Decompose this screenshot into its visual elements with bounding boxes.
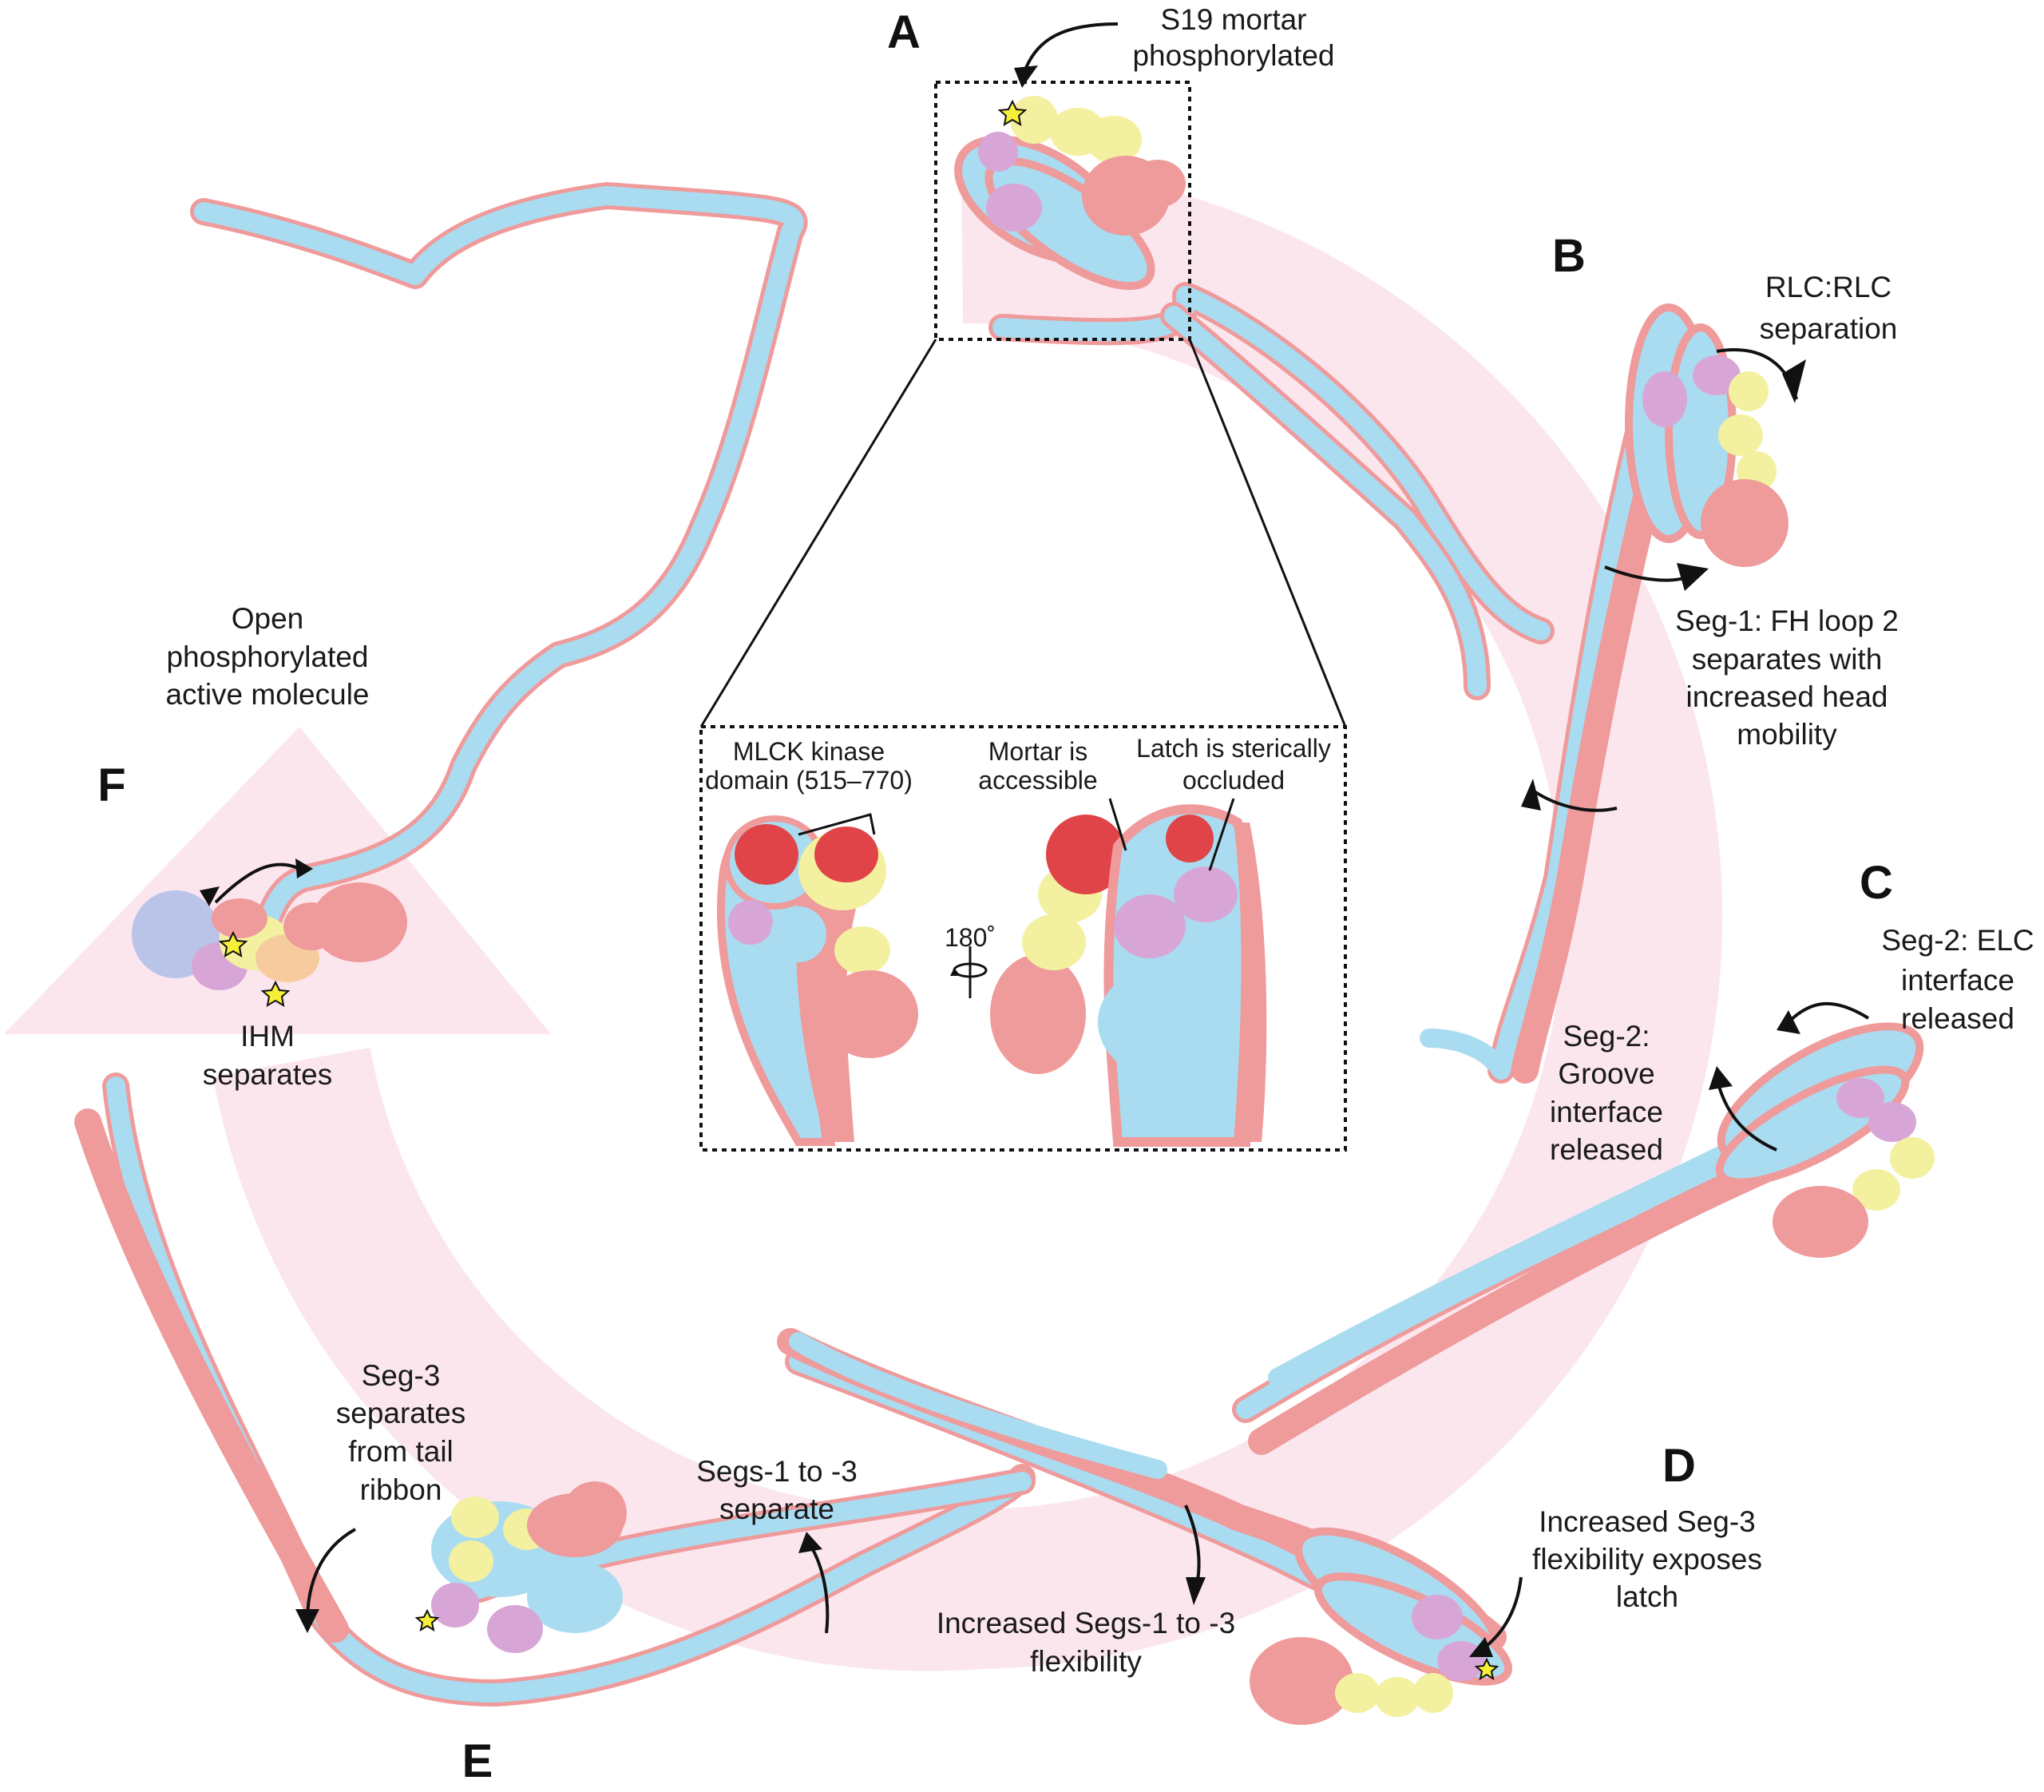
- rotate-icon: [950, 946, 988, 998]
- label-e-5: Segs-1 to -3: [696, 1455, 858, 1488]
- label-e-2: separates: [336, 1397, 466, 1429]
- molecule-a: [699, 81, 1555, 728]
- labels-c: Seg-2: ELC interface released Seg-2: Gro…: [1550, 924, 2034, 1166]
- label-f-1: Open: [232, 602, 304, 635]
- inset-label-3: Mortar is: [988, 737, 1087, 766]
- phospho-star-icon: [997, 99, 1028, 126]
- inset-panel: MLCK kinase domain (515–770) Mortar is a…: [699, 725, 1347, 1152]
- panel-label-b: B: [1552, 230, 1586, 282]
- label-d-3: latch: [1616, 1580, 1678, 1613]
- inset-rotation: 180˚: [945, 923, 996, 952]
- phospho-star-icon: [218, 930, 248, 957]
- inset-label-1: MLCK kinase: [733, 737, 885, 766]
- labels-f: Open phosphorylated active molecule IHM …: [165, 602, 369, 1091]
- panel-label-c: C: [1860, 857, 1893, 909]
- panel-label-a: A: [887, 6, 921, 58]
- phospho-star-icon: [1474, 1657, 1499, 1681]
- label-a-1: S19 mortar: [1160, 3, 1306, 36]
- label-c-6: interface: [1550, 1096, 1663, 1128]
- label-b-5: increased head: [1686, 680, 1888, 713]
- inset-leaders: [798, 798, 1235, 871]
- labels-e: Seg-3 separates from tail ribbon Segs-1 …: [336, 1359, 858, 1525]
- label-c-2: interface: [1901, 964, 2014, 997]
- annotation-arrows: [200, 22, 1870, 1657]
- label-a-2: phosphorylated: [1132, 39, 1334, 72]
- panel-label-e: E: [462, 1735, 493, 1787]
- label-d-2: flexibility exposes: [1532, 1543, 1762, 1576]
- inset-label-6: occluded: [1182, 766, 1285, 795]
- label-b-1: RLC:RLC: [1765, 271, 1891, 303]
- label-c-7: released: [1550, 1133, 1663, 1166]
- label-c-3: released: [1901, 1002, 2014, 1035]
- inset-label-5: Latch is sterically: [1136, 734, 1331, 763]
- label-c-5: Groove: [1558, 1057, 1654, 1090]
- inset-label-2: domain (515–770): [705, 766, 913, 795]
- label-e-1: Seg-3: [362, 1359, 441, 1392]
- label-f-5: separates: [203, 1058, 333, 1091]
- phospho-star-icon: [260, 980, 291, 1007]
- molecule-a-tail: [988, 282, 1555, 700]
- inset-right-view: [990, 804, 1267, 1147]
- label-e-3: from tail: [348, 1435, 454, 1468]
- labels-b: RLC:RLC separation Seg-1: FH loop 2 sepa…: [1675, 271, 1899, 751]
- inset-label-4: accessible: [978, 766, 1097, 795]
- zoom-box: [934, 81, 1191, 341]
- label-d-4: Increased Segs-1 to -3: [937, 1607, 1235, 1639]
- labels-a: S19 mortar phosphorylated: [1132, 3, 1334, 72]
- label-e-6: separate: [719, 1493, 834, 1525]
- label-b-2: separation: [1760, 312, 1898, 345]
- molecule-c: [1232, 1022, 1935, 1455]
- label-b-3: Seg-1: FH loop 2: [1675, 605, 1899, 637]
- label-d-5: flexibility: [1030, 1645, 1142, 1678]
- label-f-4: IHM: [240, 1020, 295, 1053]
- panel-label-f: F: [97, 759, 125, 811]
- label-b-6: mobility: [1737, 718, 1837, 751]
- label-e-4: ribbon: [360, 1473, 442, 1506]
- panel-label-d: D: [1662, 1440, 1696, 1492]
- label-d-1: Increased Seg-3: [1539, 1505, 1756, 1538]
- label-f-2: phosphorylated: [166, 640, 368, 673]
- label-f-3: active molecule: [165, 678, 369, 711]
- molecule-d: [777, 1328, 1513, 1725]
- labels-d: Increased Seg-3 flexibility exposes latc…: [937, 1505, 1762, 1678]
- molecule-a-heads: [954, 96, 1186, 291]
- molecule-b: [1420, 303, 1788, 1084]
- inset-left-view: [716, 815, 918, 1146]
- molecule-f: [132, 182, 808, 1007]
- molecule-e: [74, 1072, 1036, 1707]
- inset-box: [699, 725, 1347, 1152]
- phospho-star-icon: [414, 1608, 440, 1632]
- label-b-4: separates with: [1692, 643, 1883, 676]
- label-c-4: Seg-2:: [1563, 1020, 1650, 1053]
- label-c-1: Seg-2: ELC: [1881, 924, 2034, 957]
